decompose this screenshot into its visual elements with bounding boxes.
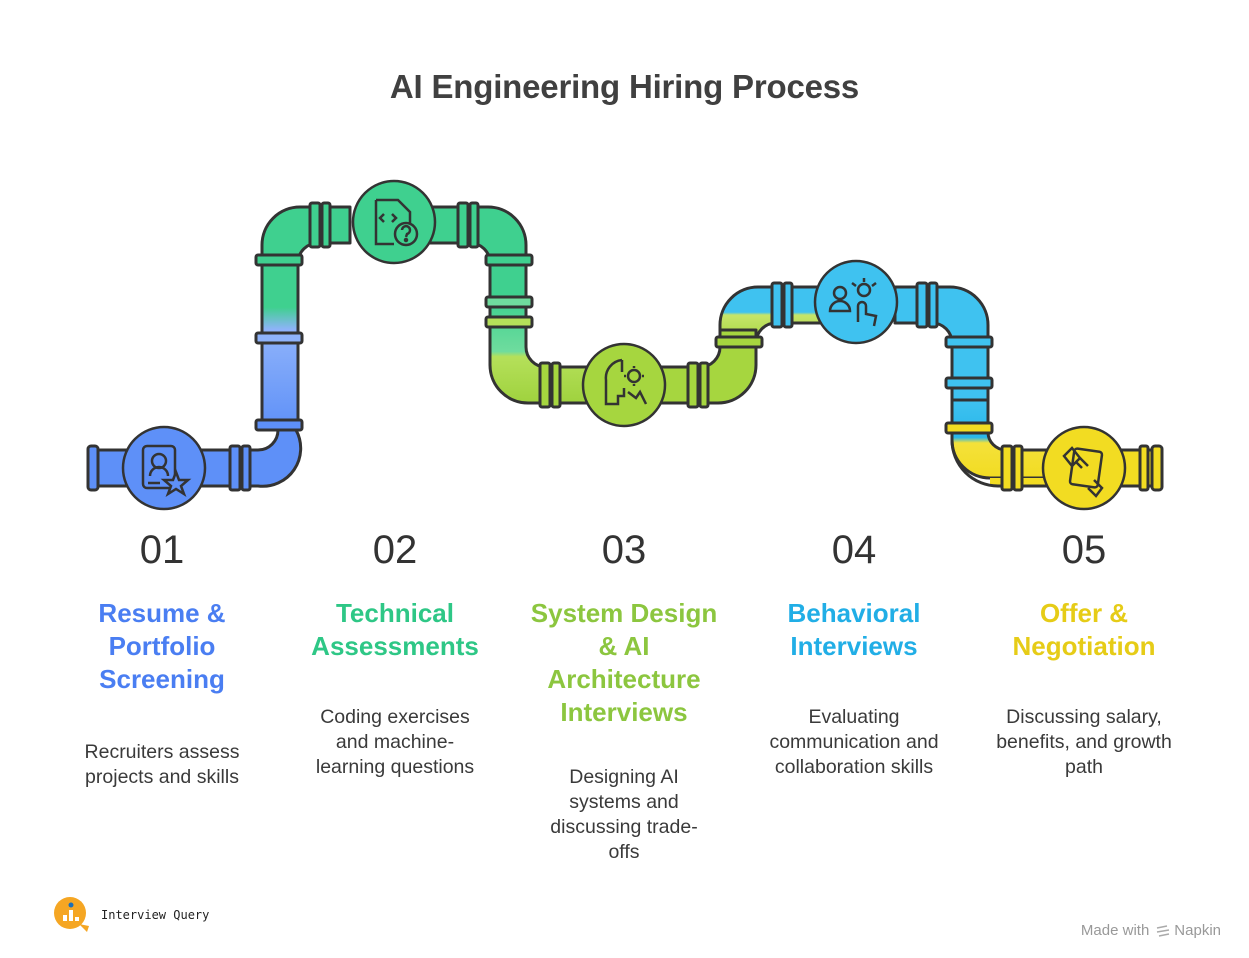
step-number: 04 bbox=[831, 528, 877, 572]
step-number: 02 bbox=[372, 528, 418, 572]
people-interaction-icon bbox=[813, 259, 899, 345]
step-number: 01 bbox=[139, 528, 185, 572]
page-title: AI Engineering Hiring Process bbox=[389, 68, 860, 105]
step-number: 05 bbox=[1061, 528, 1107, 572]
napkin-icon bbox=[1157, 924, 1170, 937]
interview-query-logo-icon bbox=[54, 897, 89, 932]
brand-name: Interview Query bbox=[101, 908, 210, 922]
napkin-credit[interactable]: Made with Napkin bbox=[1080, 922, 1221, 939]
brain-gear-icon bbox=[581, 342, 667, 428]
brand-logo: Interview Query bbox=[53, 896, 209, 934]
code-question-icon bbox=[351, 179, 437, 265]
step-number: 03 bbox=[601, 528, 647, 572]
handshake-document-icon bbox=[1041, 425, 1127, 511]
step-5: 05 Offer &Negotiation Discussing salary,… bbox=[978, 528, 1190, 780]
step-title: Offer &Negotiation bbox=[1012, 598, 1156, 661]
pipe-riser-1 bbox=[260, 205, 352, 432]
resume-star-icon bbox=[121, 425, 207, 511]
